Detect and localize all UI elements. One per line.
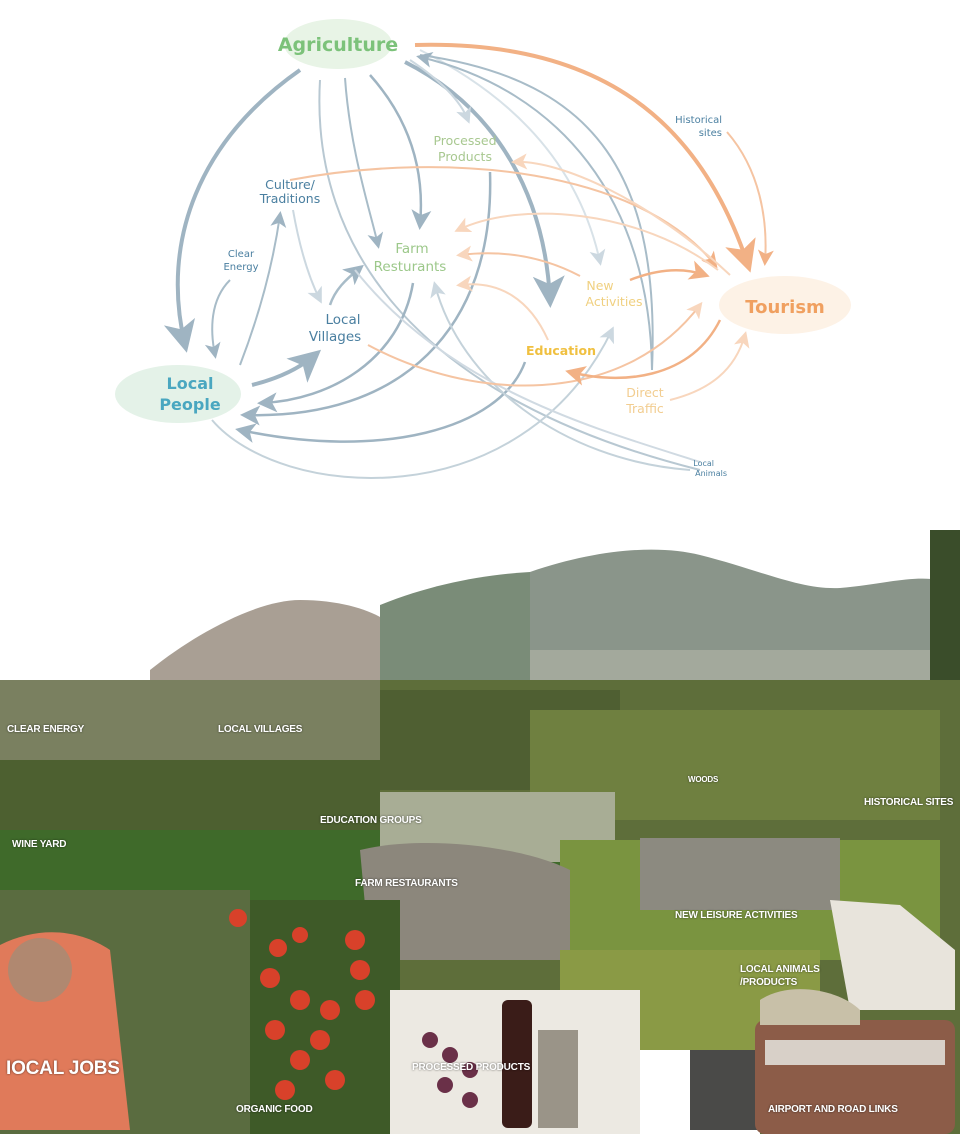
direct-traffic-label: Direct — [626, 385, 664, 400]
new-activities-label: New — [586, 278, 613, 293]
direct-traffic-label: Traffic — [625, 401, 664, 416]
airport-road-links-label: AIRPORT AND ROAD LINKS — [768, 1104, 898, 1115]
landscape-collage: CLEAR ENERGY LOCAL VILLAGES WOODS HISTOR… — [0, 530, 960, 1134]
agriculture-label: Agriculture — [278, 34, 398, 56]
wine-yard-label: WINE YARD — [12, 839, 67, 850]
culture-traditions-label: Traditions — [259, 191, 320, 206]
culture-traditions-label: Culture/ — [265, 177, 316, 192]
education-groups-label: EDUCATION GROUPS — [320, 815, 422, 826]
node-agriculture: Agriculture — [278, 19, 398, 69]
education-label: Education — [526, 343, 596, 358]
node-tourism: Tourism — [719, 276, 851, 334]
orange-arrows — [289, 42, 774, 401]
processed-products-label: Processed — [433, 133, 496, 148]
relationship-diagram: Agriculture Tourism Local People Process… — [115, 19, 851, 479]
local-villages-label: Local — [326, 312, 361, 328]
historical-sites-label: HISTORICAL SITES — [864, 797, 954, 808]
farm-restaurants-label: Farm — [395, 241, 428, 257]
new-activities-label: Activities — [585, 294, 642, 309]
local-people-label-line2: People — [159, 395, 221, 414]
local-villages-label: Villages — [309, 329, 361, 345]
woods-label: WOODS — [688, 775, 719, 784]
farm-restaurants-label: Resturants — [374, 259, 447, 275]
local-animals-label: LOCAL ANIMALS — [740, 964, 820, 975]
node-local-people: Local People — [115, 365, 241, 423]
clear-energy-label: Clear — [228, 249, 255, 260]
local-animals-label: Local — [693, 459, 714, 468]
tourism-label: Tourism — [745, 297, 825, 318]
processed-products-label: PROCESSED PRODUCTS — [412, 1062, 531, 1073]
processed-products-label: Products — [438, 149, 492, 164]
local-people-label-line1: Local — [167, 374, 214, 393]
local-jobs-label: IOCAL JOBS — [6, 1058, 120, 1079]
blue-arrows — [163, 49, 701, 479]
clear-energy-label: Energy — [223, 262, 258, 273]
historical-sites-label: Historical — [675, 115, 722, 126]
local-animals-label: Animals — [695, 469, 727, 478]
farm-restaurants-label: FARM RESTAURANTS — [355, 878, 458, 889]
collage-background — [0, 530, 960, 1134]
organic-food-label: ORGANIC FOOD — [236, 1104, 313, 1115]
historical-sites-label: sites — [699, 128, 722, 139]
clear-energy-label: CLEAR ENERGY — [7, 724, 85, 735]
local-villages-label: LOCAL VILLAGES — [218, 724, 303, 735]
local-products-label: /PRODUCTS — [740, 977, 798, 988]
new-leisure-activities-label: NEW LEISURE ACTIVITIES — [675, 910, 798, 921]
